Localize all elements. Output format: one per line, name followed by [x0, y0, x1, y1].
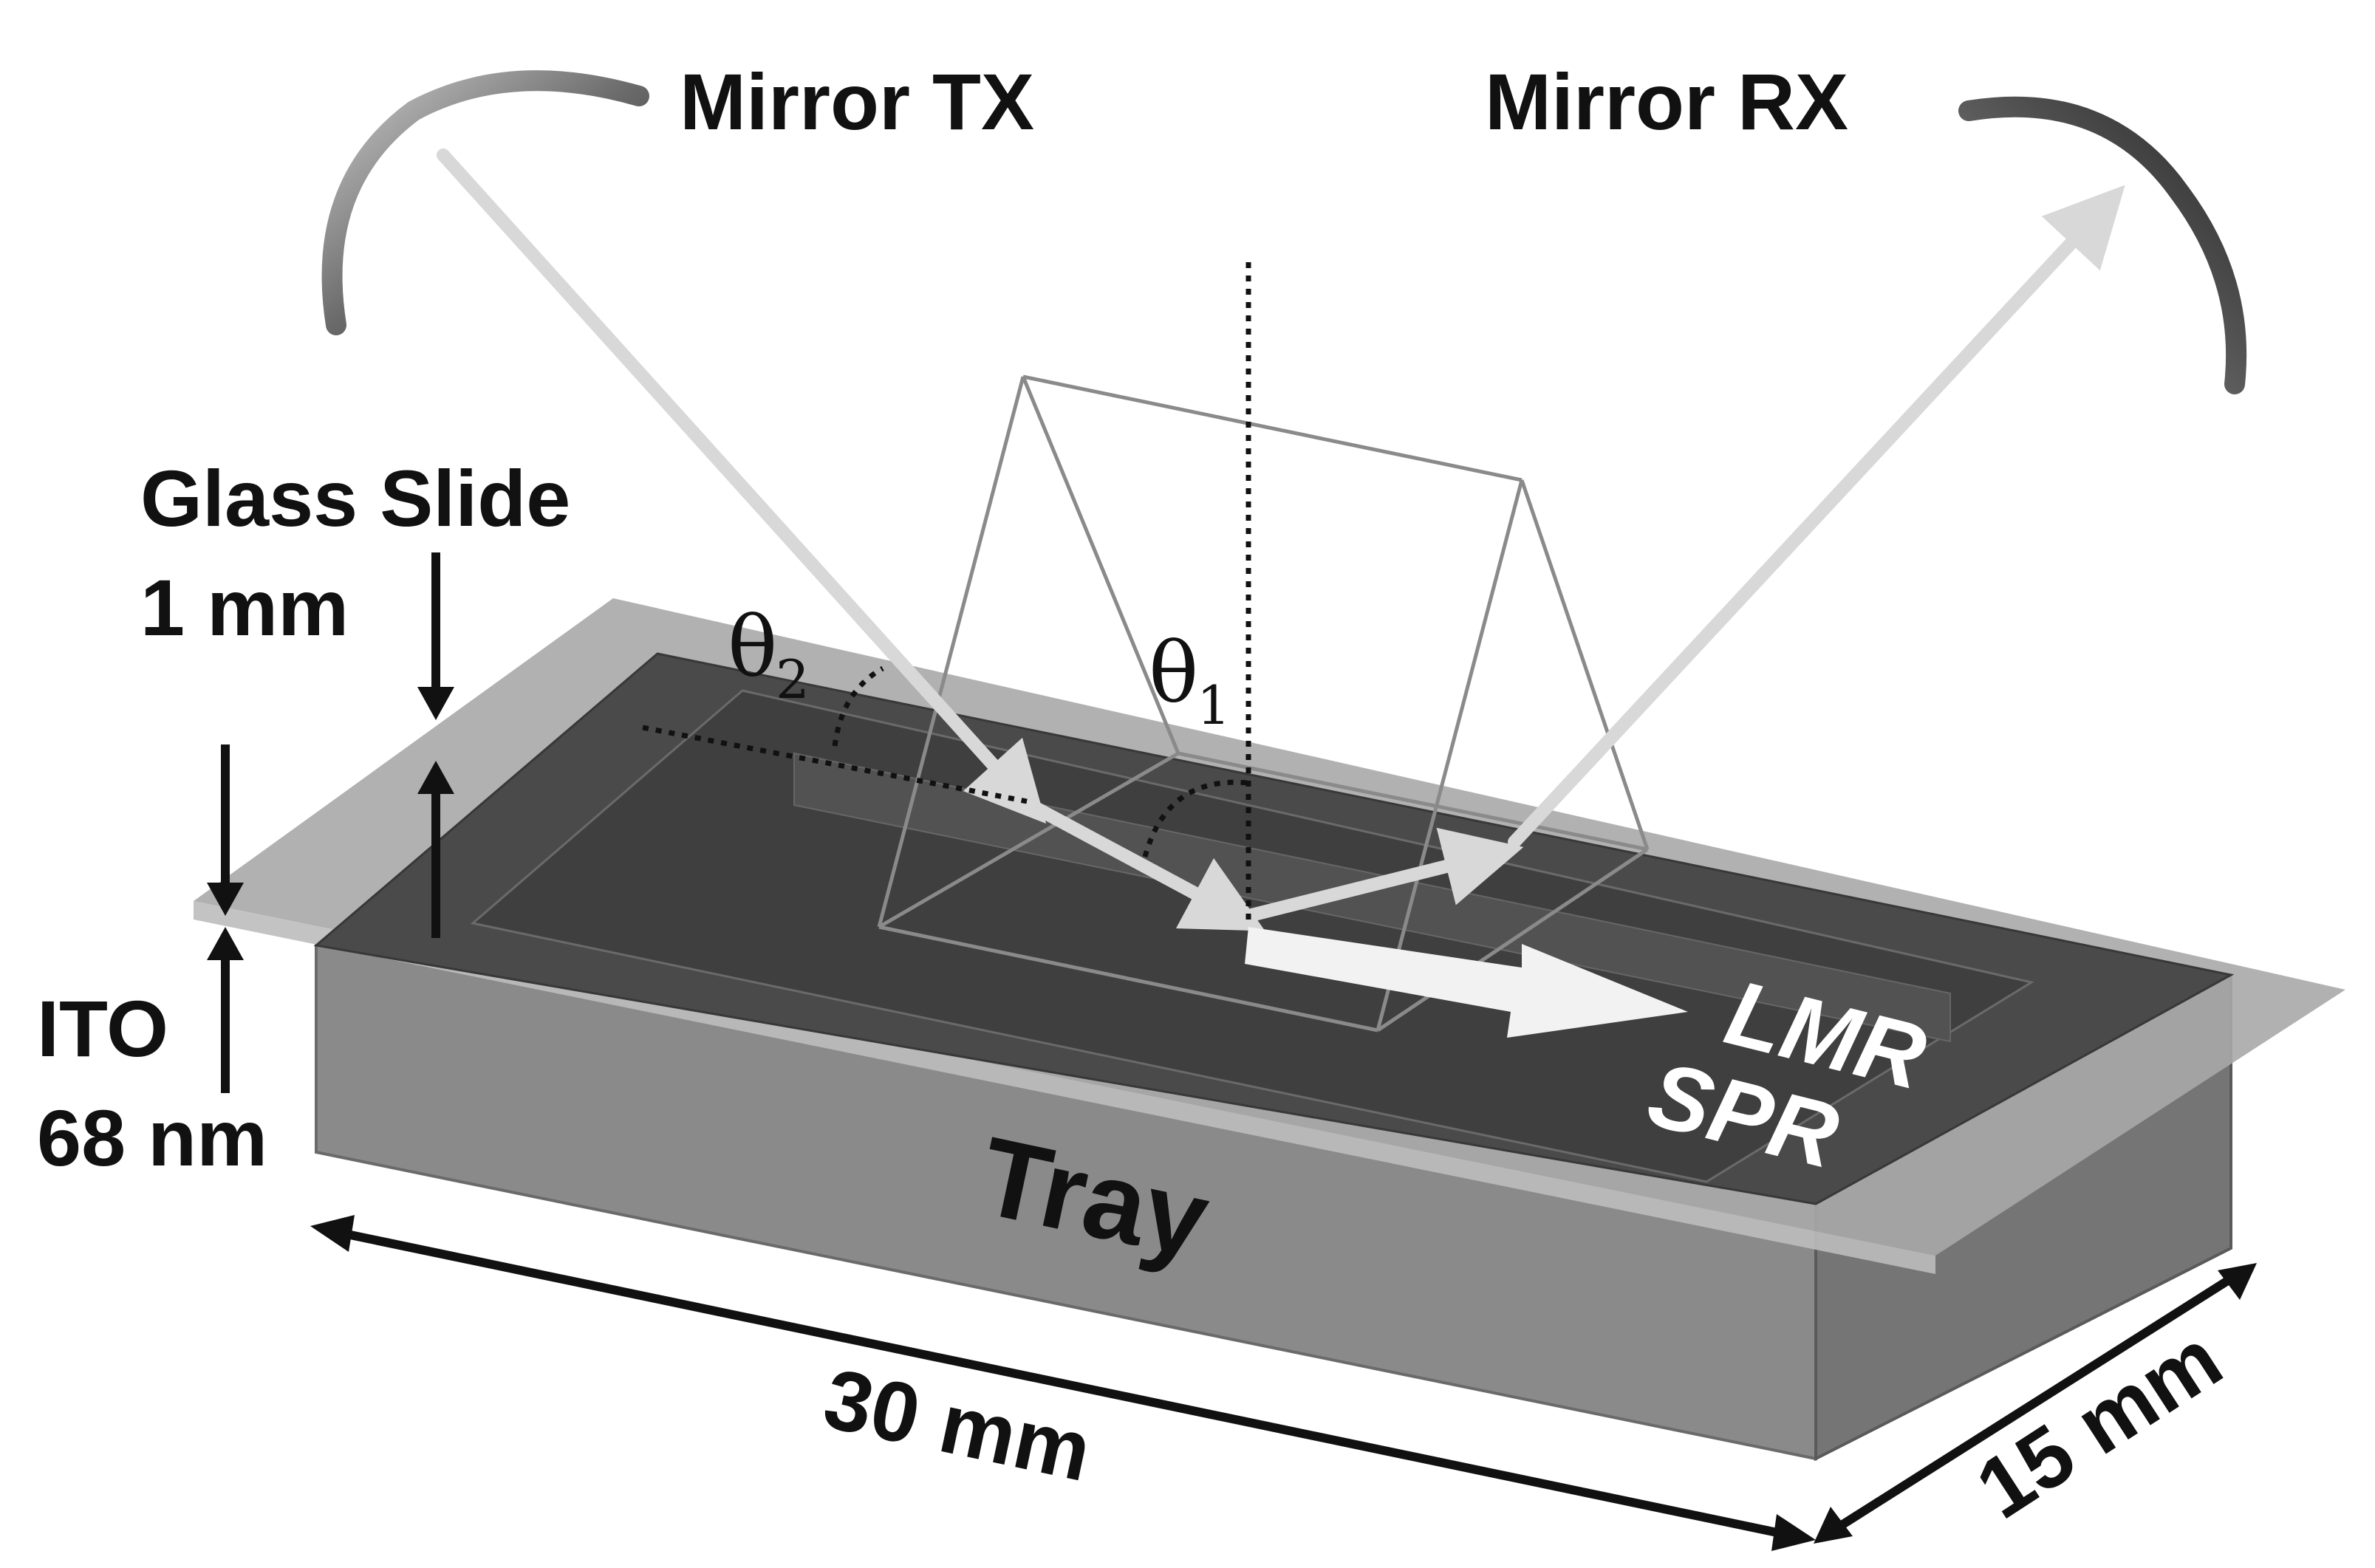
dimension-arrowheads: [207, 687, 2257, 1551]
reflected-beam: [1508, 185, 2125, 849]
theta1-arc: [1142, 779, 1249, 857]
mirror-tx-label: Mirror TX: [680, 57, 1034, 146]
mirror-rx-label: Mirror RX: [1485, 57, 1848, 146]
ito-label: ITO: [37, 984, 168, 1073]
mirror-rx-icon: [1958, 96, 2247, 394]
mirror-tx-icon: [321, 70, 649, 335]
svg-text:θ: θ: [1149, 626, 1198, 722]
svg-text:2: 2: [776, 648, 810, 711]
theta1-label: θ 1: [1149, 626, 1231, 736]
theta2-arc: [832, 665, 884, 747]
reference-lines: [642, 262, 1251, 920]
channel-inner-wall: [793, 752, 1951, 1043]
dimension-arrows: [221, 552, 2238, 1539]
theta2-label: θ 2: [728, 600, 810, 711]
length-dimension-line: [335, 1228, 1789, 1539]
refracted-beam: [1024, 798, 1265, 931]
svg-text:1: 1: [1197, 674, 1231, 736]
ito-thickness-label: 68 nm: [37, 1093, 267, 1182]
width-dimension-line: [1833, 1272, 2238, 1533]
svg-text:θ: θ: [728, 600, 777, 696]
glass-slide-label: Glass Slide: [140, 453, 570, 543]
surface-wave-arrow: [1245, 927, 1688, 1038]
exit-beam-1: [1242, 827, 1524, 922]
glass-thickness-label: 1 mm: [140, 563, 349, 652]
length-label: 30 mm: [816, 1351, 1099, 1499]
prism: [877, 374, 1650, 1033]
light-beams: [437, 148, 2125, 931]
incident-beam: [437, 148, 1047, 824]
